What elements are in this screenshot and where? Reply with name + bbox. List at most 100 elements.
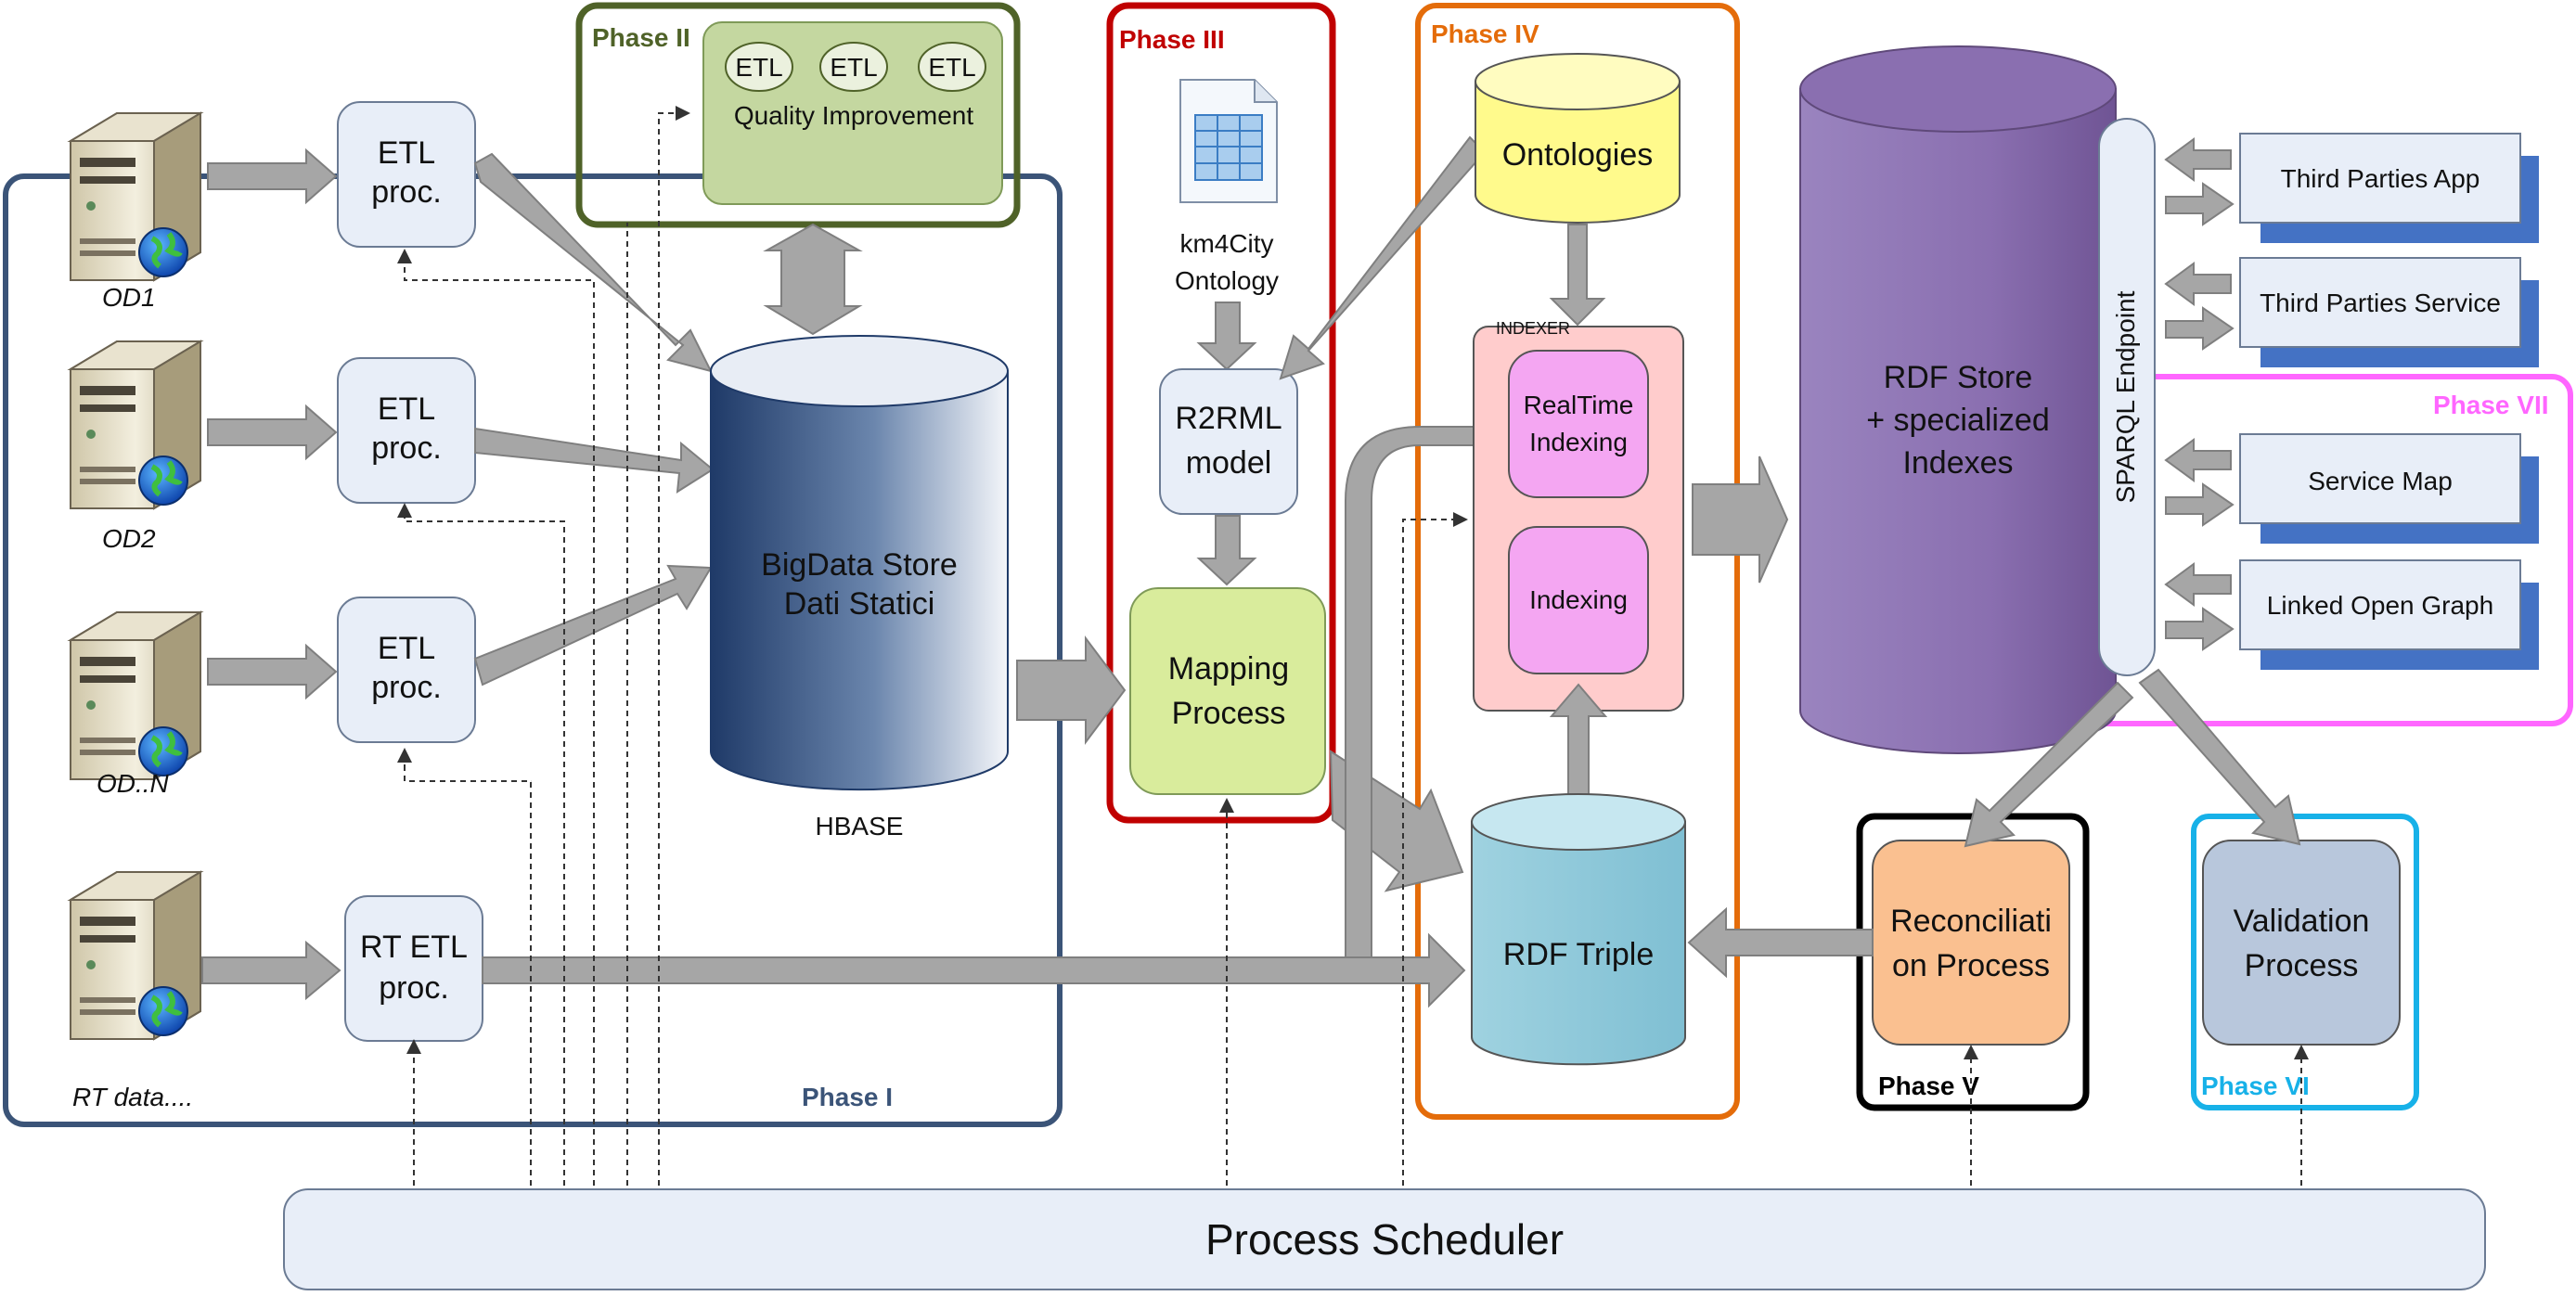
server-icon-od1 [71,113,200,280]
arrow-quality-bigdata [763,223,863,336]
sparql-endpoint-label: SPARQL Endpoint [2111,290,2140,503]
r2rml-line1: R2RML [1175,401,1282,436]
phase7-label: Phase VII [2433,391,2549,419]
spreadsheet-icon [1179,79,1278,203]
etl-box-3-line1: ETL [378,631,435,666]
arrow-etl3-bigdata [473,564,713,686]
phase6-label: Phase VI [2201,1071,2310,1100]
arrow-rt-etl [201,940,341,1001]
phase5-label: Phase V [1878,1071,1979,1100]
arrow-r2rml-mapping [1196,515,1257,586]
indexer-label: INDEXER [1496,319,1570,338]
scheduler-dashed-connectors [397,106,2309,1186]
reconciliation-line2: on Process [1892,948,2050,983]
arrow-ontologies-indexer [1549,224,1606,327]
validation-box [2202,840,2401,1046]
phase2-label: Phase II [592,23,690,52]
etl-pill-1 [725,42,793,92]
etl-box-3 [337,597,476,743]
arrow-reconciliation-rdftriple [1687,906,1874,979]
quality-improvement-label: Quality Improvement [734,101,974,130]
arrow-ontology-r2rml [1196,302,1257,371]
rdf-store-line2: + specialized [1866,403,2050,438]
etl-box-1-line2: proc. [371,174,442,210]
r2rml-box [1159,368,1298,515]
source-label-rt: RT data.... [72,1083,193,1111]
phase2-frame [575,2,1021,228]
rdf-store-cylinder [1799,88,2117,754]
rdf-triple-label: RDF Triple [1503,937,1654,972]
client-label-1: Third Parties Service [2260,289,2501,317]
arrow-od2-etl [207,404,338,461]
ontology-line1: km4City [1179,229,1273,258]
source-label-odn: OD..N [97,769,170,798]
validation-line1: Validation [2234,904,2370,939]
etl-pill-3 [918,42,986,92]
arrow-sparql-validation [2138,668,2301,846]
phase1-label: Phase I [802,1083,893,1111]
arrow-rdftriple-indexing [1549,683,1608,806]
client-linked-open-graph [2239,559,2539,670]
phase4-frame [1415,3,1740,1120]
arrow-odn-etl [207,643,338,700]
bigdata-store-cylinder [710,370,1009,791]
reconciliation-box [1872,840,2070,1046]
client-label-0: Third Parties App [2281,164,2480,193]
etl-pill-2 [819,42,888,92]
ontologies-label: Ontologies [1502,137,1654,173]
rt-etl-box-line2: proc. [379,970,449,1006]
server-icon-od2 [71,341,200,508]
phase4-label: Phase IV [1431,19,1539,48]
phase3-label: Phase III [1119,25,1225,54]
client-label-3: Linked Open Graph [2267,591,2493,620]
realtime-line2: Indexing [1529,428,1628,456]
etl-box-3-line2: proc. [371,670,442,705]
client-third-parties-app [2239,133,2539,243]
indexing-box [1508,526,1649,674]
client-third-parties-service [2239,257,2539,367]
indexing-label: Indexing [1529,585,1628,614]
rt-etl-box-line1: RT ETL [360,930,468,965]
phase6-frame [2191,814,2419,1110]
bigdata-store-top [710,335,1009,407]
etl-pill-3-label: ETL [928,53,975,82]
rdf-triple-cylinder [1471,821,1686,1066]
ontologies-top [1475,53,1681,110]
arrow-rtetl-rdftriple [482,932,1466,1008]
sparql-endpoint-bar [2098,118,2156,676]
mapping-line1: Mapping [1168,651,1289,686]
bigdata-line2: Dati Statici [784,586,935,622]
ontology-line2: Ontology [1175,266,1279,295]
arrow-ontologies-r2rml [1279,135,1487,380]
source-label-od2: OD2 [102,524,156,553]
mapping-line2: Process [1172,696,1286,731]
client-service-map [2239,433,2539,544]
etl-box-2-line1: ETL [378,391,435,427]
arrow-sparql-reconciliation [1964,681,2134,848]
phase1-frame [3,173,1063,1127]
source-label-od1: OD1 [102,283,156,312]
arrow-indexer-rdfstore [1692,456,1789,584]
rdf-store-line3: Indexes [1902,445,2013,481]
arrow-bigdata-mapping [1016,635,1127,745]
etl-pill-1-label: ETL [735,53,782,82]
process-scheduler-label: Process Scheduler [1205,1215,1564,1264]
server-icon-odn [71,612,200,779]
rdf-store-line1: RDF Store [1884,360,2033,395]
phase3-frame [1106,2,1336,824]
server-icon-rt [71,872,200,1039]
bigdata-caption: HBASE [816,812,904,840]
rt-etl-box [344,895,483,1042]
ontologies-cylinder [1475,81,1681,224]
arrow-od1-etl [207,148,338,205]
etl-box-2-line2: proc. [371,430,442,466]
etl-box-1 [337,101,476,248]
etl-pill-2-label: ETL [830,53,877,82]
client-label-2: Service Map [2308,467,2453,495]
bigdata-line1: BigData Store [761,547,958,583]
rdf-store-top [1799,45,2117,133]
rdf-triple-top [1471,793,1686,851]
realtime-line1: RealTime [1524,391,1634,419]
